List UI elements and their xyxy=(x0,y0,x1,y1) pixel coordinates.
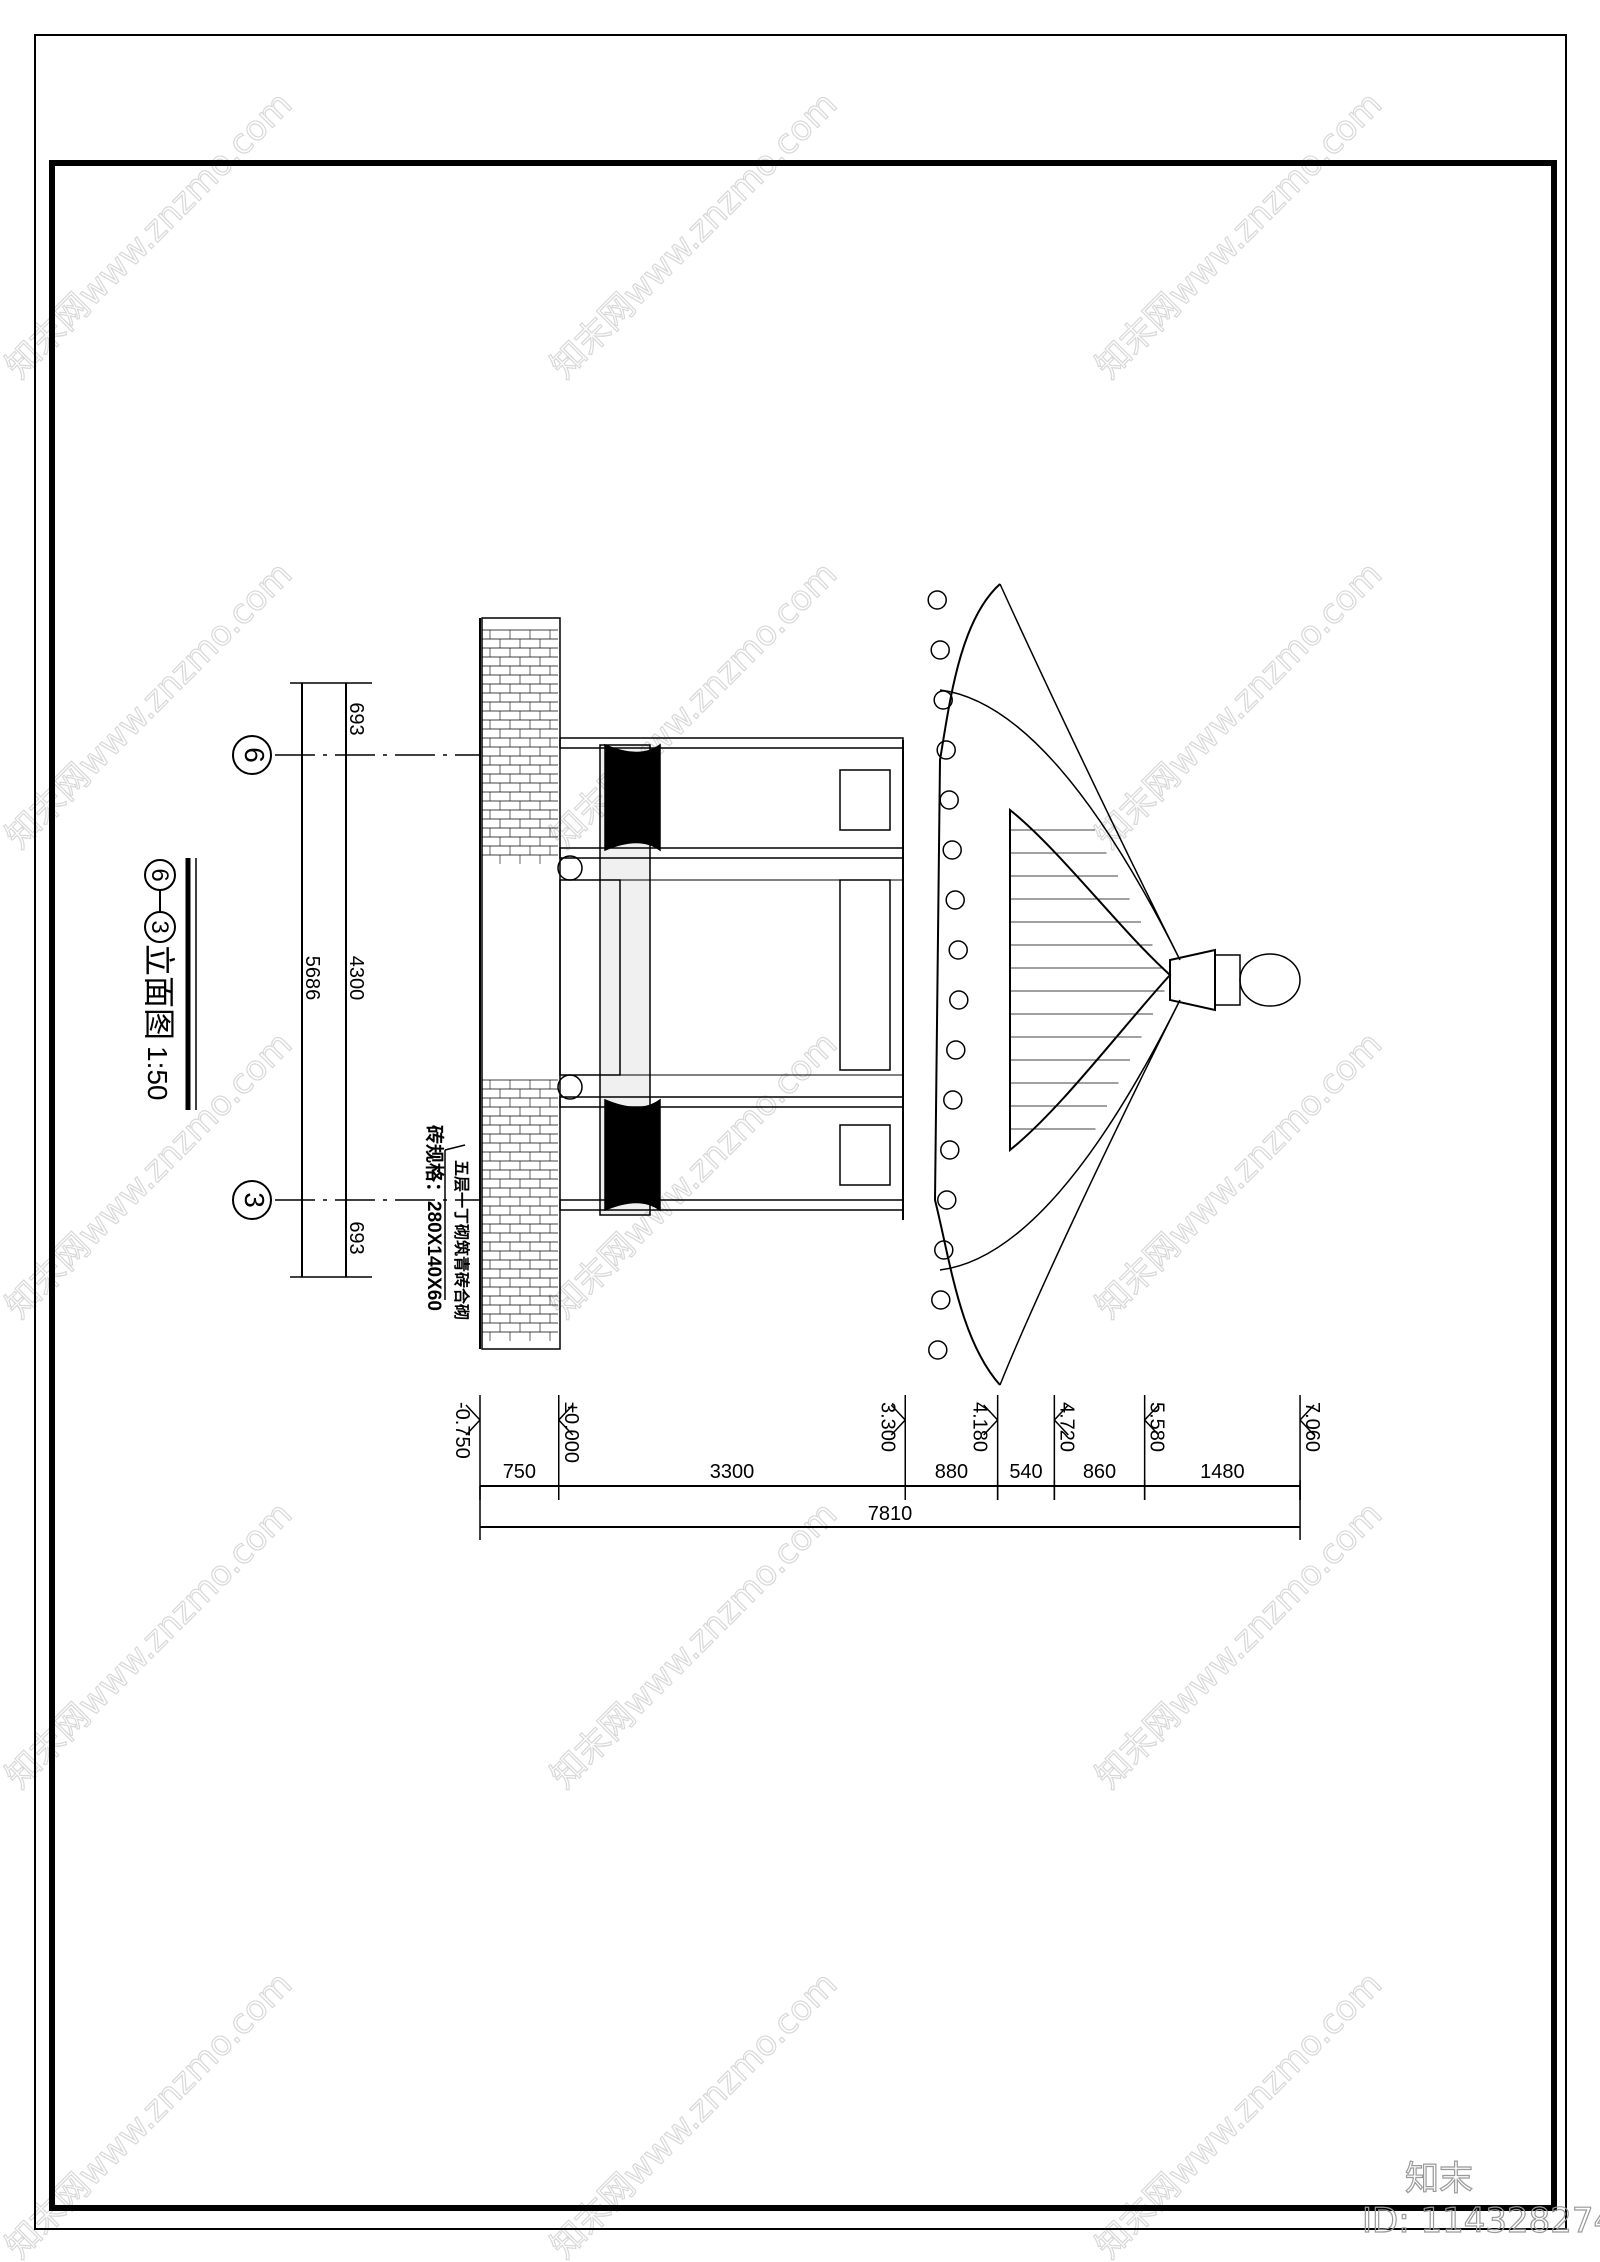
columns xyxy=(557,737,904,1216)
watermark-text: 知末网www.znzmo.com xyxy=(543,554,845,856)
watermark-text: 知末网www.znzmo.com xyxy=(543,1494,845,1796)
level-label: ±0.000 xyxy=(560,1402,582,1463)
dim-segment-label: 1480 xyxy=(1200,1461,1245,1483)
dim-segment-label: 540 xyxy=(1009,1461,1042,1483)
grid-bubble-3: 3 xyxy=(232,1180,272,1220)
watermark-text: 知末网www.znzmo.com xyxy=(0,1964,300,2262)
watermark-logo: 知末 xyxy=(1405,2159,1473,2199)
title-grid-circle-3 xyxy=(144,911,176,943)
svg-text:6: 6 xyxy=(239,747,270,763)
watermark-text: 知末网www.znzmo.com xyxy=(1088,1494,1390,1796)
dim-segment-label: 860 xyxy=(1083,1461,1116,1483)
dim-4300: 4300 xyxy=(345,956,367,1001)
level-marker: 5.580 xyxy=(1143,1395,1168,1500)
level-label: 3.300 xyxy=(876,1402,898,1452)
level-marker: -0.750 xyxy=(451,1395,481,1500)
watermark-text: 知末网www.znzmo.com xyxy=(0,84,300,386)
watermark-text: 知末网www.znzmo.com xyxy=(1088,1024,1390,1326)
grid-bubble-6: 6 xyxy=(232,735,272,775)
watermark-text: 知末网www.znzmo.com xyxy=(1088,554,1390,856)
dim-segment-label: 750 xyxy=(503,1461,536,1483)
level-marker: 4.180 xyxy=(969,1395,999,1500)
title-grid-6: 6 xyxy=(146,868,173,881)
dim-5686: 5686 xyxy=(301,956,323,1001)
svg-text:3: 3 xyxy=(239,1192,270,1208)
material-note: 五层一丁砌筑青砖合砌 砖规格：280X140X60 xyxy=(423,1125,471,1320)
outer-frame xyxy=(34,34,1567,2230)
watermark-text: 知末网www.znzmo.com xyxy=(0,554,300,856)
dim-total-label: 7810 xyxy=(868,1503,913,1525)
brick-base xyxy=(481,617,561,1350)
dim-segment-label: 880 xyxy=(935,1461,968,1483)
level-label: 4.180 xyxy=(969,1402,991,1452)
watermark-text: 知末网www.znzmo.com xyxy=(1088,1964,1390,2262)
level-label: 4.720 xyxy=(1055,1402,1077,1452)
watermark-text: 知末网www.znzmo.com xyxy=(0,1494,300,1796)
level-marker: ±0.000 xyxy=(558,1395,582,1500)
watermark-id: ID: 1143282748 xyxy=(1362,2201,1600,2241)
level-marker: 7.060 xyxy=(1299,1395,1323,1500)
watermark-text: 知末网www.znzmo.com xyxy=(543,84,845,386)
pavilion-elevation xyxy=(479,583,1301,1386)
title-grid-3: 3 xyxy=(146,920,173,933)
watermark-layer: 知末网www.znzmo.com 知末网www.znzmo.com 知末网www.z… xyxy=(0,84,1391,2262)
roof xyxy=(902,583,1301,1386)
level-label: -0.750 xyxy=(451,1402,473,1459)
note-line-2: 砖规格：280X140X60 xyxy=(423,1125,446,1311)
vertical-dimensions: 693 4300 5686 693 xyxy=(275,682,480,1278)
watermark-text: 知末网www.znzmo.com xyxy=(1088,84,1390,386)
title-scale: 1:50 xyxy=(142,1046,173,1101)
level-markers: -0.750 ±0.000 3.300 4.180 4.720 5.580 7.060 xyxy=(451,1395,1323,1500)
note-line-1: 五层一丁砌筑青砖合砌 xyxy=(452,1160,471,1320)
watermark-text: 知末网www.znzmo.com xyxy=(543,1964,845,2262)
watermark-text: 知末网www.znzmo.com xyxy=(543,1024,845,1326)
horizontal-dimensions: 750 3300 880 540 860 1480 7810 xyxy=(479,1461,1301,1540)
level-label: 7.060 xyxy=(1301,1402,1323,1452)
dim-segment-label: 3300 xyxy=(710,1461,755,1483)
level-label: 5.580 xyxy=(1146,1402,1168,1452)
drawing-title: 6 3 立面图 1:50 xyxy=(141,858,197,1110)
level-marker: 4.720 xyxy=(1053,1395,1077,1500)
title-name: 立面图 xyxy=(141,944,177,1040)
dim-693-top: 693 xyxy=(345,702,367,735)
level-marker: 3.300 xyxy=(876,1395,906,1500)
inner-frame xyxy=(49,160,1557,2211)
dim-693-bottom: 693 xyxy=(345,1221,367,1254)
